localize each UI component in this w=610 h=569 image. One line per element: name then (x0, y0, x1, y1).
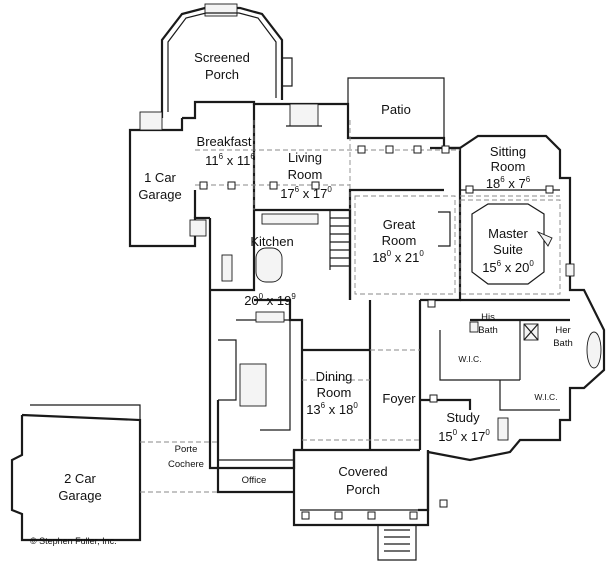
her-bath-label-1: Her (555, 325, 570, 336)
sitting-room-label-1: Sitting (490, 144, 526, 159)
office-label: Office (242, 475, 267, 486)
screened-porch-label-1: Screened (194, 50, 250, 65)
exterior-walls (10, 3, 606, 561)
foyer-label: Foyer (382, 391, 416, 406)
living-room-label-2: Room (288, 167, 323, 182)
study-shelf (497, 417, 509, 441)
his-bath-label-2: Bath (478, 325, 498, 336)
dining-room-label-1: Dining (316, 369, 353, 384)
her-bath-label-2: Bath (553, 338, 573, 349)
covered-porch-label-1: Covered (338, 464, 387, 479)
fireplace-icon (204, 3, 238, 17)
columns (199, 145, 554, 520)
master-bed-outline (471, 203, 545, 285)
master-suite-dims: 156 x 200 (482, 259, 534, 275)
kitchen-dims: 200 x 199 (244, 292, 296, 308)
sitting-room-label-2: Room (491, 159, 526, 174)
copyright-credit: © Stephen Fuller, Inc. (30, 536, 117, 546)
kitchen-label: Kitchen (250, 234, 293, 249)
one-car-garage-label-1: 1 Car (144, 170, 176, 185)
garage-step (189, 219, 207, 237)
living-room-label-1: Living (288, 150, 322, 165)
patio-label: Patio (381, 102, 411, 117)
porch-steps (139, 111, 163, 131)
great-room-fireplace (438, 211, 451, 247)
study-label: Study (446, 410, 480, 425)
toilet-icon (469, 321, 479, 333)
great-room-dims: 180 x 210 (372, 249, 424, 265)
wic-label-1: W.I.C. (458, 354, 481, 364)
pantry-shelves (239, 363, 267, 407)
room-labels: Screened Porch Breakfast 116 x 116 Livin… (30, 50, 573, 546)
vanity-icon (565, 263, 575, 277)
two-car-garage-label-2: Garage (58, 488, 101, 503)
living-room-dims: 176 x 170 (280, 185, 332, 201)
porte-cochere-label-2: Cochere (168, 459, 204, 470)
lamp-icon (536, 230, 553, 247)
range-icon (221, 254, 233, 282)
living-fireplace-icon (289, 103, 319, 127)
one-car-garage-label-2: Garage (138, 187, 181, 202)
dining-room-label-2: Room (317, 385, 352, 400)
interior-walls (210, 146, 570, 450)
dining-room-dims: 136 x 180 (306, 401, 358, 417)
stairs (330, 217, 350, 267)
great-room-label-1: Great (383, 217, 416, 232)
screened-porch-label-2: Porch (205, 67, 239, 82)
tub-icon (586, 331, 602, 369)
wic-label-2: W.I.C. (534, 392, 557, 402)
kitchen-island (255, 247, 283, 283)
breakfast-dims: 116 x 116 (205, 152, 255, 168)
great-room-label-2: Room (382, 233, 417, 248)
master-suite-label-2: Suite (493, 242, 523, 257)
kitchen-counter (261, 213, 319, 225)
his-bath-label-1: His (481, 312, 495, 323)
ceiling-lines (195, 120, 561, 441)
sink-icon (255, 311, 285, 323)
two-car-garage-label-1: 2 Car (64, 471, 96, 486)
covered-porch-label-2: Porch (346, 482, 380, 497)
master-suite-label-1: Master (488, 226, 528, 241)
breakfast-label: Breakfast (197, 134, 252, 149)
study-dims: 150 x 170 (438, 428, 490, 444)
sitting-room-dims: 186 x 76 (486, 175, 531, 191)
fixtures (139, 103, 602, 441)
porte-cochere-label-1: Porte (175, 444, 198, 455)
